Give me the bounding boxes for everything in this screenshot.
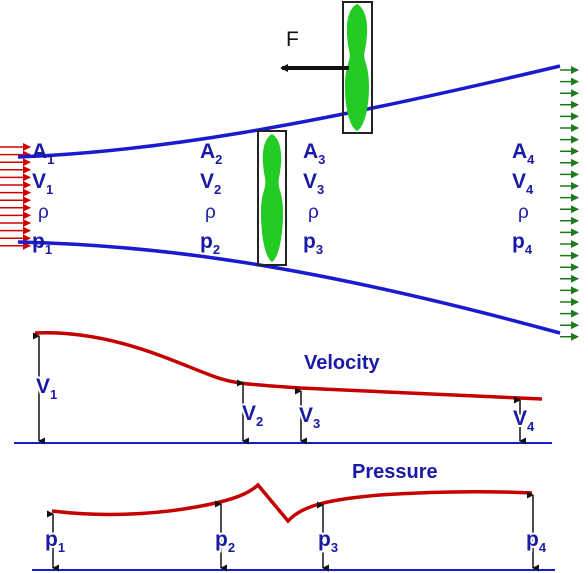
velocity-label-4: V4: [513, 407, 535, 434]
station-pressure-label: p3: [303, 230, 323, 257]
station-velocity-label: V3: [303, 170, 324, 197]
inflow-arrows: [0, 143, 31, 250]
streamtube-lower-boundary: [17, 240, 561, 335]
pressure-curve: [51, 482, 533, 524]
station-area-label: A3: [303, 140, 325, 167]
station-velocity-label: V1: [32, 170, 53, 197]
velocity-label-2: V2: [242, 402, 263, 429]
pressure-label-2: p2: [215, 528, 235, 555]
force-label: F: [286, 28, 299, 51]
station-area-label: A4: [512, 140, 535, 167]
station-density-label: ρ: [518, 202, 529, 223]
velocity-curve: [34, 331, 543, 401]
station-pressure-label: p1: [32, 230, 52, 257]
pressure-plot: Pressure p1 p2 p3 p4: [32, 461, 555, 572]
velocity-label-3: V3: [299, 404, 320, 431]
pressure-label-1: p1: [45, 528, 65, 555]
station-density-label: ρ: [205, 202, 216, 223]
streamtube-upper-boundary: [17, 64, 561, 159]
pressure-label-3: p3: [318, 528, 338, 555]
station-pressure-label: p4: [512, 230, 533, 257]
outflow-arrows: [560, 66, 579, 341]
propeller-disk: [257, 130, 287, 266]
pressure-label-4: p4: [526, 528, 547, 555]
station-area-label: A2: [200, 140, 222, 167]
pressure-markers: p1 p2 p3 p4: [43, 491, 549, 572]
station-area-label: A1: [32, 140, 54, 167]
station-velocity-label: V4: [512, 170, 534, 197]
station-density-label: ρ: [38, 202, 49, 223]
velocity-label-1: V1: [36, 375, 57, 402]
station-pressure-label: p2: [200, 230, 220, 257]
pressure-title: Pressure: [352, 461, 438, 483]
station-density-label: ρ: [308, 202, 319, 223]
station-velocity-label: V2: [200, 170, 221, 197]
velocity-title: Velocity: [304, 352, 380, 374]
